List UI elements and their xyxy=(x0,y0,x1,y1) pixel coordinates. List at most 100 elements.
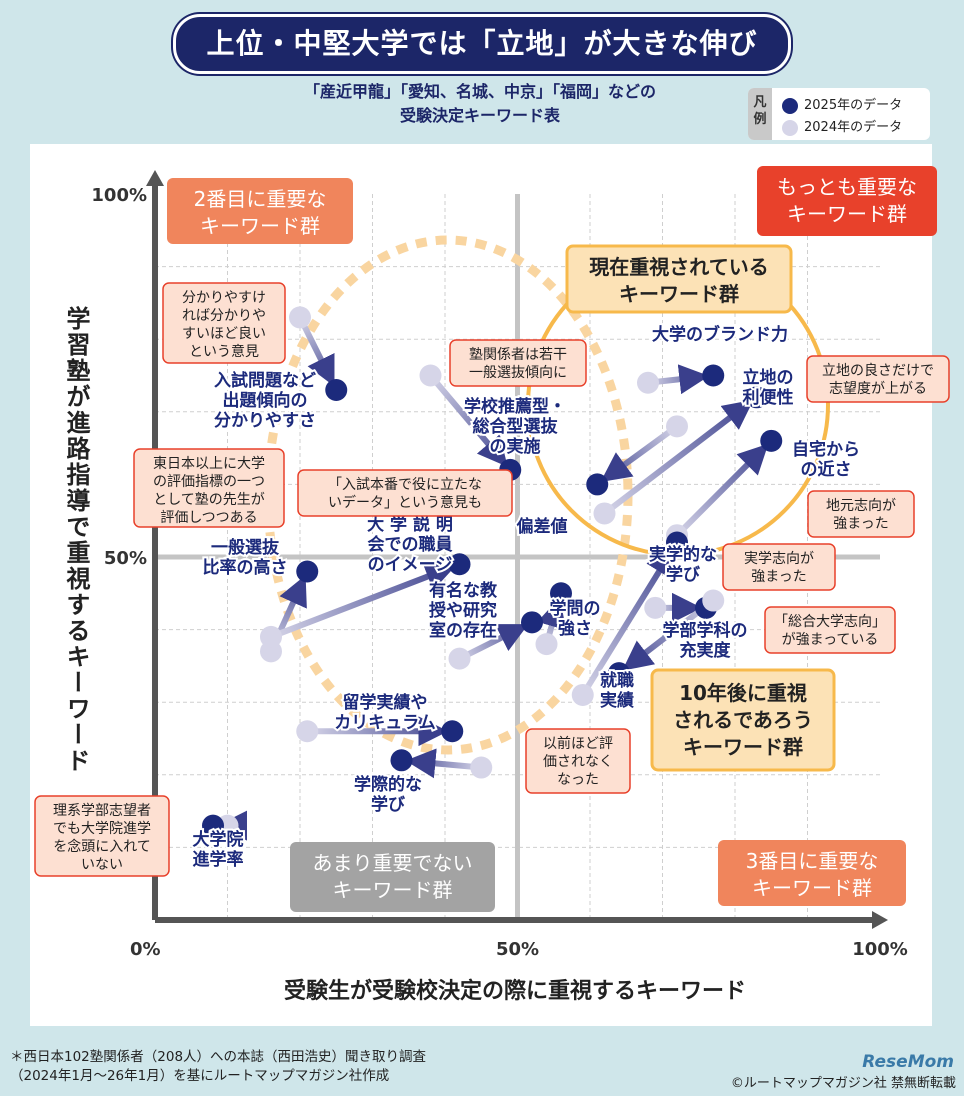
x-tick-label: 0% xyxy=(130,939,161,960)
point-2025 xyxy=(745,386,768,409)
x-axis-arrow-icon xyxy=(872,911,888,929)
box-text: すいほど良い xyxy=(182,326,266,342)
point-label: 学校推薦型・ xyxy=(464,396,566,417)
point-label: 出題傾向の xyxy=(223,390,308,411)
box-text: 立地の良さだけで xyxy=(822,363,934,379)
box-text: が強まっている xyxy=(782,632,879,648)
trend-arrow xyxy=(600,423,679,483)
trend-arrow xyxy=(405,748,482,779)
point-2024 xyxy=(702,589,725,612)
box-text: もっとも重要な xyxy=(777,175,917,199)
box-bg xyxy=(297,469,513,517)
box-text: 3番目に重要な xyxy=(746,849,879,873)
box-text: 理系学部志望者 xyxy=(53,803,151,819)
box-text: 強まった xyxy=(751,569,806,585)
legend-dot-icon xyxy=(782,119,798,136)
legend-item-2025: 2025年のデータ xyxy=(782,94,902,114)
annotation-callout: 「総合大学志向」が強まっている xyxy=(764,606,896,654)
y-axis-arrow-icon xyxy=(146,170,164,186)
footnote: ＊西日本102塾関係者（208人）への本誌（西田浩史）聞き取り調査 （2024年… xyxy=(10,1048,426,1086)
chart-subtitle: 「産近甲龍」「愛知、名城、中京」「福岡」などの 受験決定キーワード表 xyxy=(200,80,760,128)
box-text: 分かりやすけ xyxy=(182,290,266,306)
trend-arrow xyxy=(297,316,335,387)
trend-arrow xyxy=(580,545,675,697)
legend-label: 2025年のデータ xyxy=(804,98,903,113)
legend-item-2024: 2024年のデータ xyxy=(782,116,902,136)
point-2025 xyxy=(702,364,725,387)
point-2024 xyxy=(296,720,319,743)
y-tick-label: 50% xyxy=(104,548,147,569)
box-text: として塾の先生が xyxy=(153,492,265,508)
box-text: 現在重視されている xyxy=(589,255,768,279)
page-title: 上位・中堅大学では「立地」が大きな伸び xyxy=(173,14,791,74)
point-label: 立地の xyxy=(743,367,794,388)
point-2024 xyxy=(260,625,282,648)
point-label: 授や研究 xyxy=(429,600,497,621)
box-text: キーワード群 xyxy=(787,202,907,226)
credit: ©ルートマップマガジン社 禁無断転載 xyxy=(730,1076,956,1091)
box-text: キーワード群 xyxy=(619,282,739,306)
point-2025 xyxy=(296,560,319,583)
point-2024 xyxy=(448,647,471,670)
point-2024 xyxy=(644,596,667,619)
box-bg xyxy=(650,668,836,772)
subtitle-line: 受験決定キーワード表 xyxy=(399,106,560,125)
point-2025 xyxy=(666,531,688,554)
box-bg xyxy=(133,448,285,528)
point-2025 xyxy=(390,749,413,772)
box-text: キーワード群 xyxy=(683,735,803,759)
point-2025 xyxy=(608,662,630,685)
point-label: 学び xyxy=(666,564,700,585)
y-axis-label: 学習塾が進路指導で重視するキーワード xyxy=(62,305,91,774)
box-bg xyxy=(806,355,950,403)
point-2025 xyxy=(521,611,543,634)
y-tick-label: 100% xyxy=(91,185,147,206)
trend-arrow xyxy=(428,373,508,467)
legend-head: 凡例 xyxy=(748,88,772,140)
point-label: 学び xyxy=(371,794,405,815)
box-text: 一般選抜傾向に xyxy=(469,365,567,381)
trend-arrow xyxy=(269,562,456,640)
box-text: 以前ほど評 xyxy=(543,735,613,752)
point-label: 入試問題など xyxy=(214,370,316,391)
box-text: 強まった xyxy=(833,516,888,532)
point-label: 学部学科の xyxy=(663,620,748,641)
point-label: 自宅から xyxy=(792,439,860,460)
point-label: 実績 xyxy=(600,690,634,711)
point-2025 xyxy=(586,473,609,496)
subtitle-line: 「産近甲龍」「愛知、名城、中京」「福岡」などの xyxy=(303,82,656,101)
box-bg xyxy=(449,339,587,387)
box-bg xyxy=(718,840,906,906)
point-label: 総合型選抜 xyxy=(473,416,559,437)
point-label: 有名な教 xyxy=(429,580,498,601)
point-label: 学問の xyxy=(550,598,601,619)
trend-arrow xyxy=(458,624,529,662)
point-2024 xyxy=(571,683,594,706)
point-label: 一般選抜 xyxy=(211,537,280,558)
box-bg xyxy=(34,795,170,877)
trend-arrow xyxy=(602,399,754,516)
box-text: 2番目に重要な xyxy=(194,187,327,211)
box-text: 塾関係者は若干 xyxy=(469,347,567,363)
box-text: なった xyxy=(557,772,599,788)
point-2025 xyxy=(760,429,783,452)
box-text: という意見 xyxy=(189,343,259,360)
box-text: の評価指標の一つ xyxy=(153,474,265,490)
point-2024 xyxy=(470,756,493,779)
point-label: 大学院 xyxy=(193,829,244,850)
box-bg xyxy=(807,490,915,538)
x-tick-label: 100% xyxy=(852,939,908,960)
trend-arrow xyxy=(674,443,769,538)
legend-label: 2024年のデータ xyxy=(804,120,903,135)
